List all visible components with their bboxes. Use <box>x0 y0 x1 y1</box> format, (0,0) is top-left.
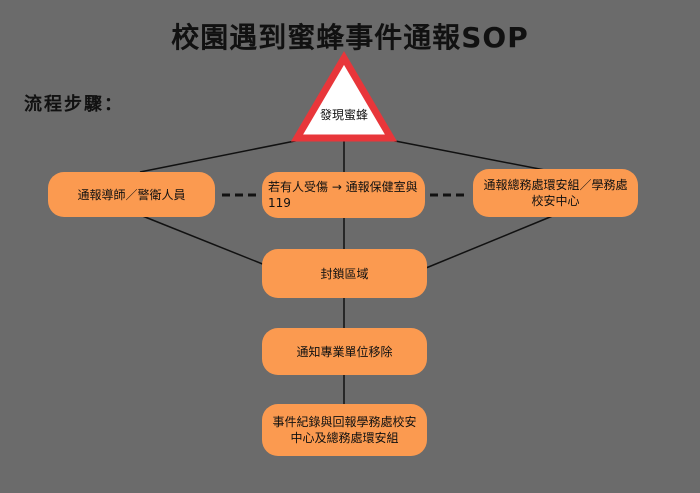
node-record-report-label: 事件紀錄與回報學務處校安中心及總務處環安組 <box>272 415 417 445</box>
node-record-report: 事件紀錄與回報學務處校安中心及總務處環安組 <box>262 404 427 456</box>
node-injury-report-label: 若有人受傷 → 通報保健室與119 <box>268 180 418 210</box>
node-seal-area: 封鎖區域 <box>262 249 427 298</box>
node-professional-removal-label: 通知專業單位移除 <box>296 344 393 359</box>
node-notify-teacher-guard-label: 通報導師／警衛人員 <box>77 187 186 202</box>
node-notify-teacher-guard: 通報導師／警衛人員 <box>48 172 215 217</box>
page-title: 校園遇到蜜蜂事件通報SOP <box>171 21 529 54</box>
section-label: 流程步驟： <box>24 94 124 115</box>
connector-office-seal <box>425 214 556 269</box>
node-injury-report: 若有人受傷 → 通報保健室與119 <box>262 172 425 218</box>
connector-discover-office <box>389 139 556 173</box>
node-seal-area-label: 封鎖區域 <box>320 266 369 281</box>
node-professional-removal: 通知專業單位移除 <box>262 328 427 375</box>
connector-discover-teacher <box>139 139 301 173</box>
node-notify-office-label: 通報總務處環安組／學務處校安中心 <box>483 178 628 208</box>
warning-triangle-icon <box>290 51 398 142</box>
node-discover-bee: 發現蜜蜂 <box>319 108 368 122</box>
node-notify-office: 通報總務處環安組／學務處校安中心 <box>473 169 638 217</box>
connector-teacher-seal <box>139 214 266 266</box>
